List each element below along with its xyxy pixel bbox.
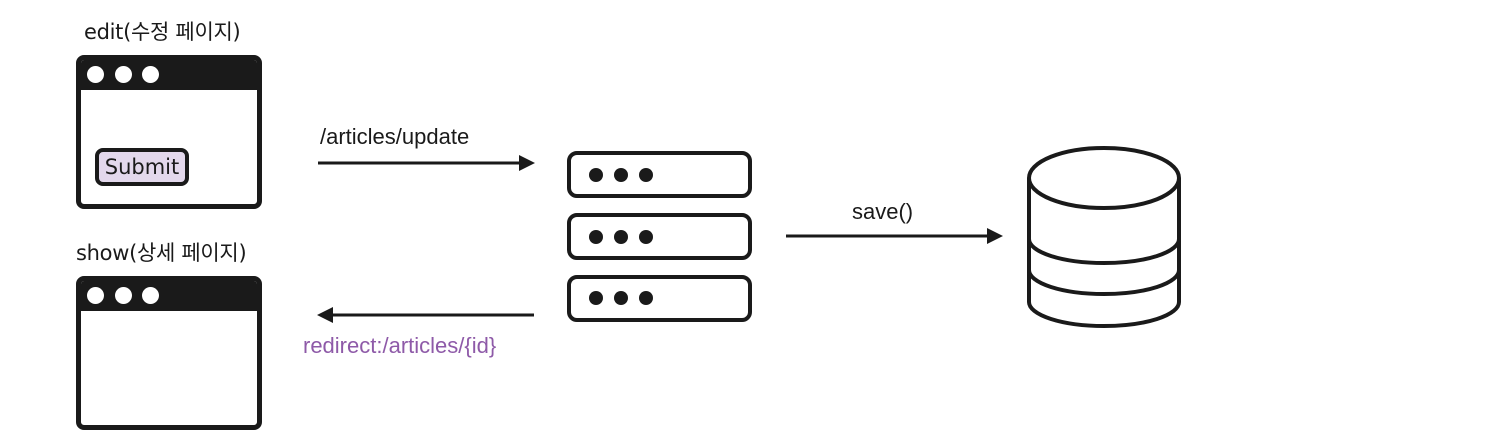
window-dot-icon	[142, 66, 159, 83]
database-icon	[1027, 146, 1181, 328]
server-unit-icon	[567, 151, 752, 198]
show-browser-window-icon	[76, 276, 262, 430]
arrow-right-icon	[786, 228, 1003, 244]
server-unit-icon	[567, 275, 752, 322]
arrow-right-icon	[318, 155, 535, 171]
edit-browser-window-icon: Submit	[76, 55, 262, 209]
server-unit-icon	[567, 213, 752, 260]
submit-button[interactable]: Submit	[95, 148, 189, 186]
window-dot-icon	[142, 287, 159, 304]
window-dot-icon	[115, 66, 132, 83]
window-dot-icon	[87, 66, 104, 83]
server-stack-icon	[567, 151, 752, 322]
save-arrow-label: save()	[852, 199, 914, 224]
window-dot-icon	[115, 287, 132, 304]
window-dot-icon	[87, 287, 104, 304]
window-title-bar	[81, 60, 257, 90]
redirect-arrow-label: redirect:/articles/{id}	[303, 333, 497, 358]
arrow-left-icon	[317, 307, 534, 323]
update-arrow-label: /articles/update	[320, 124, 470, 149]
edit-page-label: edit(수정 페이지)	[84, 20, 241, 44]
window-title-bar	[81, 281, 257, 311]
show-page-label: show(상세 페이지)	[76, 241, 247, 265]
